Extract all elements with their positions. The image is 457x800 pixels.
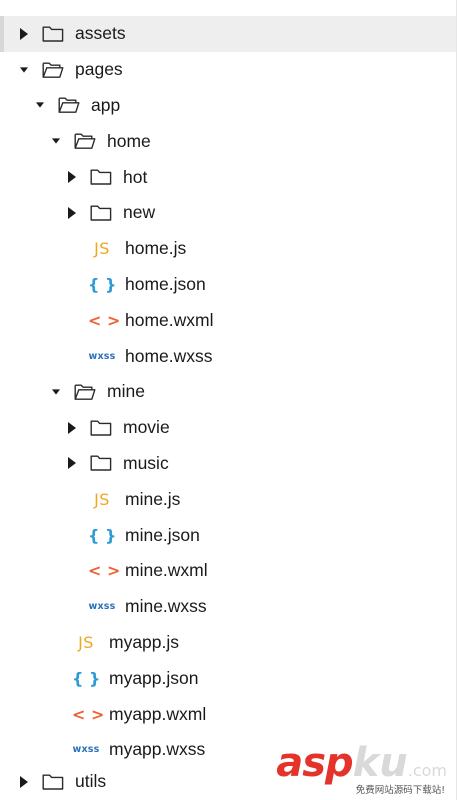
tree-file-home-js[interactable]: JS home.js xyxy=(0,231,457,267)
watermark-logo-suffix: .com xyxy=(407,761,447,780)
tree-folder-music[interactable]: music xyxy=(0,446,457,482)
folder-icon xyxy=(90,454,112,472)
folder-open-icon xyxy=(58,96,80,114)
folder-open-icon xyxy=(74,383,96,401)
folder-icon xyxy=(42,25,64,43)
folder-icon xyxy=(90,168,112,186)
tree-item-label: mine.json xyxy=(125,524,200,545)
caret-down-icon[interactable] xyxy=(36,99,44,111)
wxss-file-icon: wxss xyxy=(72,744,100,756)
tree-item-label: pages xyxy=(75,59,123,80)
tree-file-home-json[interactable]: { } home.json xyxy=(0,267,457,303)
js-file-icon: JS xyxy=(94,239,110,259)
tree-folder-utils[interactable]: utils xyxy=(0,768,457,796)
js-file-icon: JS xyxy=(78,632,94,652)
tree-item-label: mine.wxss xyxy=(125,596,207,617)
wxss-file-icon: wxss xyxy=(88,350,116,362)
wxml-file-icon: < > xyxy=(88,561,121,581)
tree-item-label: utils xyxy=(75,771,107,792)
tree-item-label: app xyxy=(91,94,121,115)
caret-down-icon[interactable] xyxy=(52,135,60,147)
watermark-logo-secondary: ku xyxy=(352,740,408,786)
tree-file-home-wxml[interactable]: < >home.wxml xyxy=(0,302,457,338)
tree-item-label: hot xyxy=(123,166,148,187)
json-file-icon: { } xyxy=(88,525,117,545)
tree-folder-app[interactable]: app xyxy=(0,88,457,124)
folder-icon xyxy=(42,773,64,791)
js-file-icon: JS xyxy=(94,489,110,509)
tree-folder-hot[interactable]: hot xyxy=(0,159,457,195)
tree-item-label: assets xyxy=(75,23,126,44)
tree-item-label: new xyxy=(123,202,156,223)
caret-right-icon[interactable] xyxy=(68,421,76,434)
folder-icon xyxy=(90,419,112,437)
caret-right-icon[interactable] xyxy=(68,457,76,470)
tree-item-label: home.wxml xyxy=(125,309,214,330)
tree-item-label: music xyxy=(123,452,169,473)
wxss-file-icon: wxss xyxy=(88,601,116,613)
tree-file-mine-wxml[interactable]: < >mine.wxml xyxy=(0,553,457,589)
tree-item-label: home.json xyxy=(125,273,206,294)
caret-down-icon[interactable] xyxy=(20,64,28,76)
tree-item-label: mine xyxy=(107,381,145,402)
tree-item-label: myapp.wxss xyxy=(109,739,206,760)
caret-right-icon[interactable] xyxy=(68,206,76,219)
tree-item-label: home.js xyxy=(125,238,187,259)
tree-item-label: myapp.wxml xyxy=(109,703,207,724)
tree-item-label: myapp.json xyxy=(109,667,199,688)
caret-right-icon[interactable] xyxy=(68,171,76,184)
tree-folder-pages[interactable]: pages xyxy=(0,52,457,88)
watermark: aspku.com 免费网站源码下载站! xyxy=(276,740,451,796)
tree-folder-home[interactable]: home xyxy=(0,123,457,159)
caret-right-icon[interactable] xyxy=(20,775,28,788)
tree-item-label: home.wxss xyxy=(125,345,213,366)
tree-item-label: mine.wxml xyxy=(125,560,208,581)
tree-folder-mine[interactable]: mine xyxy=(0,374,457,410)
json-file-icon: { } xyxy=(72,668,101,688)
tree-file-mine-js[interactable]: JS mine.js xyxy=(0,481,457,517)
wxml-file-icon: < > xyxy=(88,310,121,330)
watermark-tagline: 免费网站源码下载站! xyxy=(355,785,445,796)
folder-open-icon xyxy=(42,61,64,79)
tree-folder-movie[interactable]: movie xyxy=(0,410,457,446)
tree-file-mine-json[interactable]: { } mine.json xyxy=(0,517,457,553)
watermark-logo: aspku.com xyxy=(276,740,447,786)
tree-folder-new[interactable]: new xyxy=(0,195,457,231)
tree-item-label: myapp.js xyxy=(109,631,180,652)
tree-file-myapp-js[interactable]: JS myapp.js xyxy=(0,625,457,661)
tree-file-home-wxss[interactable]: wxss home.wxss xyxy=(0,338,457,374)
folder-open-icon xyxy=(74,132,96,150)
tree-item-label: mine.js xyxy=(125,488,181,509)
caret-right-icon[interactable] xyxy=(20,27,28,40)
json-file-icon: { } xyxy=(88,274,117,294)
tree-file-myapp-json[interactable]: { } myapp.json xyxy=(0,660,457,696)
tree-file-myapp-wxml[interactable]: < >myapp.wxml xyxy=(0,696,457,732)
tree-file-myapp-wxss[interactable]: wxss myapp.wxss xyxy=(0,732,457,768)
tree-file-mine-wxss[interactable]: wxss mine.wxss xyxy=(0,589,457,625)
caret-down-icon[interactable] xyxy=(52,386,60,398)
watermark-logo-primary: asp xyxy=(276,740,353,786)
tree-folder-assets[interactable]: assets xyxy=(0,16,457,52)
tree-item-label: home xyxy=(107,130,151,151)
folder-icon xyxy=(90,204,112,222)
wxml-file-icon: < > xyxy=(72,704,105,724)
tree-item-label: movie xyxy=(123,417,170,438)
